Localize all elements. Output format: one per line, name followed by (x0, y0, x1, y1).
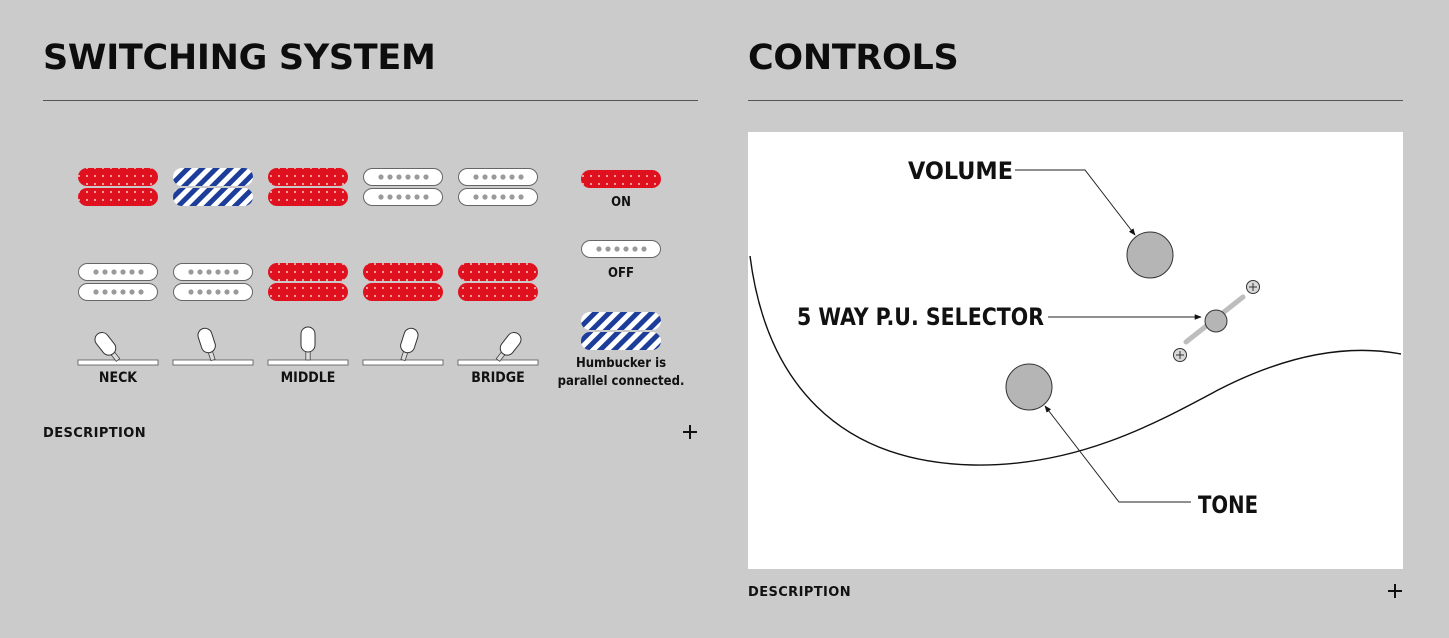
bridge-humbucker (173, 263, 253, 301)
neck-humbucker (458, 168, 538, 206)
neck-humbucker (268, 168, 348, 206)
switch-position-label: MIDDLE (281, 370, 336, 386)
legend-parallel-line1: Humbucker is (576, 356, 666, 371)
bridge-humbucker (268, 263, 348, 301)
coil-top (268, 263, 348, 281)
switching-system-title: SWITCHING SYSTEM (43, 38, 436, 78)
coil-top (78, 263, 158, 281)
coil-top (363, 263, 443, 281)
switch-lever-icon (77, 332, 159, 366)
tone-label: TONE (1198, 491, 1258, 519)
controls-diagram: VOLUME 5 WAY P.U. SELECTOR TONE (748, 132, 1403, 569)
expand-plus-icon[interactable] (1387, 583, 1403, 599)
screw-icon (1173, 348, 1187, 362)
coil-top (458, 263, 538, 281)
coil-top (363, 168, 443, 186)
switching-divider (43, 100, 698, 101)
bridge-humbucker (458, 263, 538, 301)
switch-position (172, 168, 254, 366)
neck-humbucker (173, 168, 253, 206)
coil-top (268, 168, 348, 186)
coil-bottom (363, 188, 443, 206)
selector-label: 5 WAY P.U. SELECTOR (797, 303, 1044, 331)
switch-position: NECK (77, 168, 159, 386)
switch-lever-icon (457, 332, 539, 366)
neck-humbucker (78, 168, 158, 206)
bridge-humbucker (363, 263, 443, 301)
legend-coil-parallel-bottom (581, 332, 661, 350)
legend-coil-parallel-top (581, 312, 661, 330)
legend-coil-on (581, 170, 661, 188)
volume-knob (1126, 231, 1174, 279)
switch-position: MIDDLE (267, 168, 349, 386)
legend-off-label: OFF (608, 266, 634, 281)
legend-parallel: Humbucker is parallel connected. (558, 312, 685, 389)
coil-top (458, 168, 538, 186)
tone-knob (1005, 363, 1053, 411)
legend-on-label: ON (611, 195, 631, 210)
coil-bottom (173, 188, 253, 206)
screw-icon (1246, 280, 1260, 294)
switching-description-toggle[interactable]: DESCRIPTION (43, 424, 698, 444)
volume-leader-line (1015, 169, 1136, 236)
coil-top (78, 168, 158, 186)
switch-position (362, 168, 444, 366)
neck-humbucker (363, 168, 443, 206)
legend-coil-off (581, 240, 661, 258)
switch-position: BRIDGE (457, 168, 539, 386)
controls-description-toggle[interactable]: DESCRIPTION (748, 583, 1403, 603)
coil-bottom (363, 283, 443, 301)
tone-leader-line (1044, 405, 1191, 503)
legend-on: ON (581, 170, 661, 210)
coil-bottom (78, 188, 158, 206)
switch-position-label: BRIDGE (471, 370, 524, 386)
switch-position-label: NECK (99, 370, 138, 386)
coil-bottom (458, 188, 538, 206)
legend-parallel-line2: parallel connected. (558, 374, 685, 389)
guitar-body-outline (749, 255, 1402, 466)
controls-divider (748, 100, 1403, 101)
coil-bottom (268, 188, 348, 206)
coil-top (173, 263, 253, 281)
volume-label: VOLUME (908, 157, 1013, 185)
switch-lever-icon (267, 326, 349, 366)
switch-lever-icon (362, 327, 444, 366)
coil-bottom (268, 283, 348, 301)
controls-title: CONTROLS (748, 38, 959, 78)
legend-off: OFF (581, 240, 661, 281)
expand-plus-icon[interactable] (682, 424, 698, 440)
switching-description-label: DESCRIPTION (43, 426, 146, 441)
controls-description-label: DESCRIPTION (748, 585, 851, 600)
switch-lever-icon (172, 327, 254, 366)
coil-top (173, 168, 253, 186)
coil-bottom (458, 283, 538, 301)
selector-knob (1204, 309, 1228, 333)
bridge-humbucker (78, 263, 158, 301)
switching-diagram: NECK MIDDLE BRIDGE ON OFF Humbucker is parall… (77, 168, 685, 389)
coil-bottom (173, 283, 253, 301)
coil-bottom (78, 283, 158, 301)
